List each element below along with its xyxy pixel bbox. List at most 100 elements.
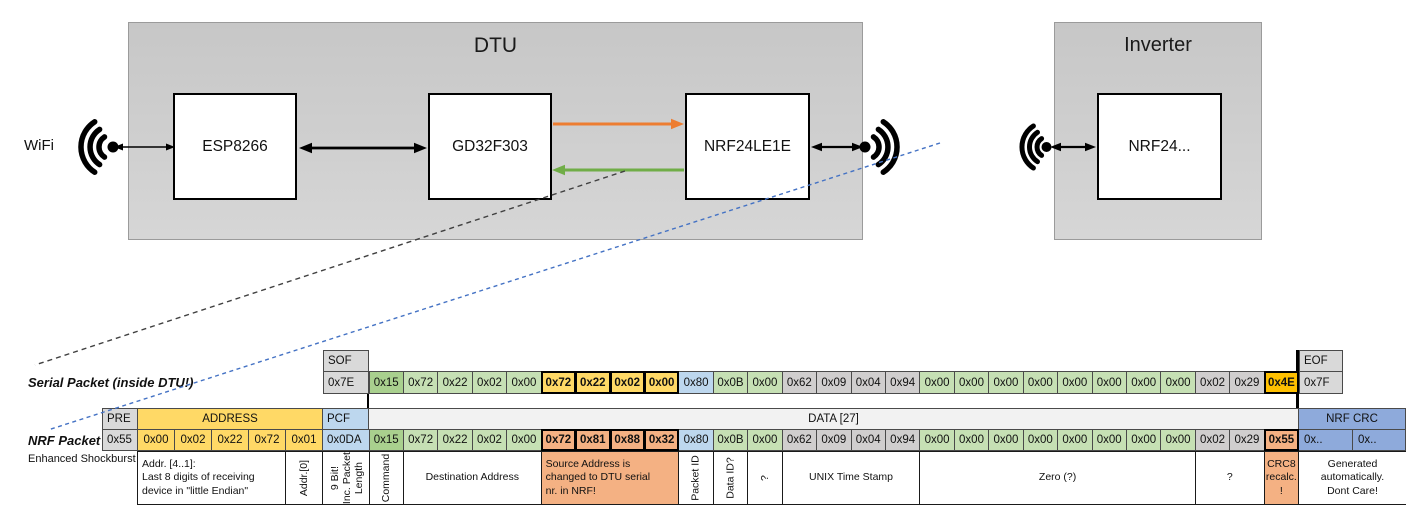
annotation-cell: Packet ID: [678, 451, 714, 505]
annotation-text: Packet ID: [690, 455, 703, 501]
annotation-cell: Command: [368, 451, 404, 505]
inverter-title: Inverter: [1124, 34, 1192, 56]
wifi-icon-inverter: [1019, 123, 1052, 171]
byte-cell: 0x80: [678, 429, 714, 451]
annotation-text: ?: [1226, 471, 1233, 484]
byte-cell: 0x00: [643, 371, 680, 394]
byte-cell: 0x88: [609, 429, 645, 451]
byte-cell: 0x00: [1125, 371, 1162, 394]
byte-cell: 0x55: [1263, 429, 1300, 451]
byte-cell: 0x80: [678, 371, 714, 394]
pcf-value: 0x0DA: [322, 429, 370, 451]
annotation-cell: Destination Address: [402, 451, 542, 505]
annotation-cell: Source Address is changed to DTU serial …: [540, 451, 680, 505]
nrf-packet-label: NRF Packet: [28, 433, 101, 448]
byte-cell: 0x00: [747, 371, 783, 394]
byte-cell: 0x00: [1022, 429, 1059, 451]
annotation-cell: UNIX Time Stamp: [781, 451, 921, 505]
enhanced-shockburst-label: Enhanced Shockburst: [28, 453, 136, 465]
annotation-cell: Generated automatically. Dont Care!: [1298, 451, 1406, 505]
nrf-crc-header: NRF CRC: [1298, 408, 1406, 430]
byte-cell: 0x72: [402, 371, 439, 394]
annotation-text: CRC8 recalc. !: [1265, 458, 1297, 497]
byte-cell: 0x29: [1229, 371, 1265, 394]
annotation-cell: CRC8 recalc. !: [1263, 451, 1300, 505]
inverter-nrf24-box: NRF24...: [1097, 93, 1222, 200]
byte-cell: 0x94: [884, 371, 921, 394]
annotation-text: Generated automatically. Dont Care!: [1320, 458, 1385, 497]
byte-cell: 0x72: [402, 429, 439, 451]
byte-cell: 0x02: [1194, 429, 1231, 451]
byte-cell: 0x00: [1160, 429, 1196, 451]
data-header: DATA [27]: [368, 408, 1299, 430]
byte-cell: 0x72: [540, 371, 577, 394]
byte-cell: 0x4E: [1263, 371, 1300, 394]
annotation-text: 9 Bit! Inc. Packet Length: [328, 452, 365, 504]
annotation-text: UNIX Time Stamp: [809, 471, 894, 484]
byte-cell: 0x00: [988, 371, 1024, 394]
annotation-text: Source Address is changed to DTU serial …: [545, 458, 651, 497]
inverter-nrf24-label: NRF24...: [1128, 137, 1191, 155]
byte-cell: 0x09: [816, 429, 852, 451]
pre-header: PRE: [102, 408, 138, 430]
dtu-title: DTU: [473, 34, 518, 57]
byte-cell: 0x94: [884, 429, 921, 451]
byte-cell: 0x15: [368, 429, 404, 451]
byte-cell: 0x00: [953, 429, 990, 451]
byte-cell: 0x00: [988, 429, 1024, 451]
byte-cell: 0x02: [1194, 371, 1231, 394]
annotation-text: ?: [758, 475, 771, 481]
byte-cell: 0x04: [850, 371, 886, 394]
byte-cell: 0x29: [1229, 429, 1265, 451]
annotation-text: Zero (?): [1038, 471, 1077, 484]
address-byte: 0x02: [174, 429, 212, 451]
byte-cell: 0x72: [540, 429, 577, 451]
byte-cell: 0x22: [575, 371, 611, 394]
gd32f303-box: GD32F303: [428, 93, 552, 200]
byte-cell: 0x02: [609, 371, 645, 394]
byte-cell: 0x00: [1160, 371, 1196, 394]
byte-cell: 0x22: [437, 429, 473, 451]
address-byte: 0x22: [211, 429, 249, 451]
annotation-cell: Data ID?: [712, 451, 749, 505]
wifi-label: WiFi: [24, 137, 54, 154]
byte-cell: 0x00: [919, 371, 955, 394]
byte-cell: 0x32: [643, 429, 680, 451]
byte-cell: 0x15: [368, 371, 404, 394]
annotation-cell: 9 Bit! Inc. Packet Length: [322, 451, 371, 505]
address-header: ADDRESS: [137, 408, 323, 430]
pcf-header: PCF: [322, 408, 370, 430]
byte-cell: 0x0B: [712, 429, 749, 451]
byte-cell: 0x00: [953, 371, 990, 394]
esp8266-label: ESP8266: [202, 137, 268, 155]
gd32f303-label: GD32F303: [452, 137, 528, 155]
annotation-text: Addr.[0]: [298, 459, 311, 497]
byte-cell: 0x0B: [712, 371, 749, 394]
byte-cell: 0x02: [471, 371, 508, 394]
pre-value: 0x55: [102, 429, 138, 451]
byte-cell: 0x00: [1091, 429, 1127, 451]
byte-cell: 0x00: [1057, 371, 1093, 394]
wifi-icon-dtu-right: [859, 119, 900, 175]
byte-cell: 0x00: [1125, 429, 1162, 451]
inverter-panel: Inverter: [1054, 22, 1262, 240]
data-end-connector: [1296, 350, 1299, 451]
sof-header: SOF: [323, 350, 369, 372]
byte-cell: 0x81: [575, 429, 611, 451]
esp8266-box: ESP8266: [173, 93, 297, 200]
byte-cell: 0x00: [747, 429, 783, 451]
byte-cell: 0x00: [919, 429, 955, 451]
annotation-cell: ?: [1194, 451, 1265, 505]
annotation-cell: ?: [747, 451, 783, 505]
annotation-cell: Zero (?): [919, 451, 1196, 505]
byte-cell: 0x00: [1091, 371, 1127, 394]
annotation-text: Data ID?: [724, 457, 737, 499]
address-byte: 0x01: [285, 429, 323, 451]
byte-cell: 0x00: [506, 429, 542, 451]
byte-cell: 0x09: [816, 371, 852, 394]
eof-header: EOF: [1299, 350, 1343, 372]
nrf-crc-byte: 0x..: [1298, 429, 1353, 451]
byte-cell: 0x62: [781, 429, 818, 451]
annotation-cell: Addr.[0]: [285, 451, 324, 505]
